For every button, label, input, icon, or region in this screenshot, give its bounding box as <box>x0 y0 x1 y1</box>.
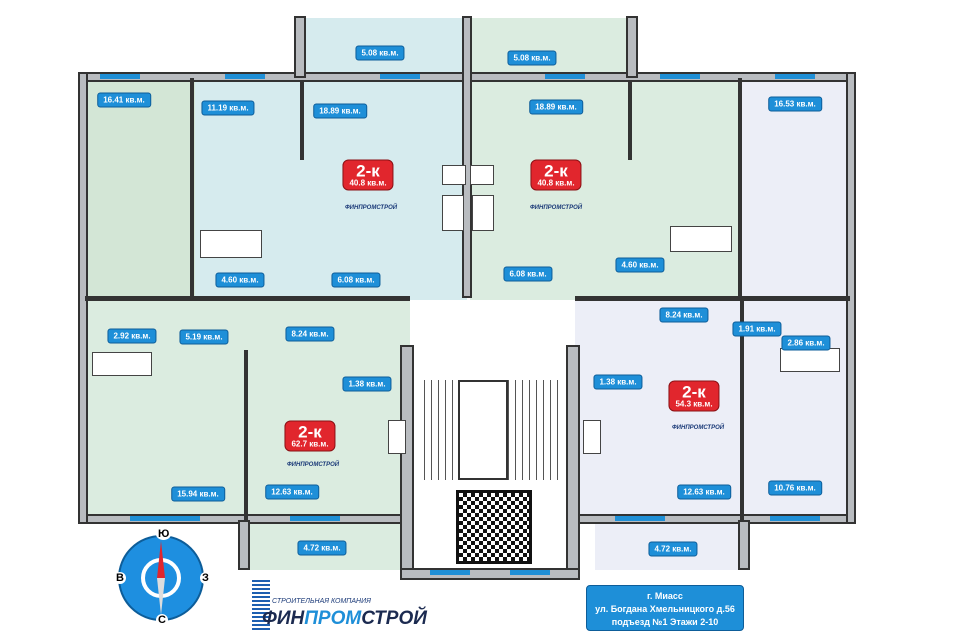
wall-mid-top <box>462 16 472 298</box>
address-box: г. Миасс ул. Богдана Хмельницкого д.56 п… <box>586 585 744 631</box>
qr-code <box>456 490 532 564</box>
sink <box>388 420 406 454</box>
area-label: 12.63 кв.м. <box>677 484 731 500</box>
window <box>100 74 140 79</box>
logo-building-icon <box>252 580 270 630</box>
stair-landing <box>458 380 508 480</box>
window <box>660 74 700 79</box>
bathtub <box>200 230 262 258</box>
partition <box>575 296 850 301</box>
partition <box>300 80 304 160</box>
wall-bal-bl <box>238 520 250 570</box>
watermark-logo: ФИНПРОМСТРОЙ <box>345 205 398 211</box>
partition <box>244 350 248 520</box>
window <box>545 74 585 79</box>
bathtub <box>92 352 152 376</box>
compass <box>118 535 204 621</box>
window <box>380 74 420 79</box>
area-label: 5.08 кв.м. <box>507 50 557 66</box>
window <box>430 570 470 575</box>
sink <box>442 195 464 231</box>
bathtub <box>670 226 732 252</box>
area-label: 2.92 кв.м. <box>107 328 157 344</box>
area-label: 5.08 кв.м. <box>355 45 405 61</box>
wall-balcony-r <box>626 16 638 78</box>
area-label: 8.24 кв.м. <box>659 307 709 323</box>
apartment-area: 54.3 кв.м. <box>675 399 713 409</box>
partition <box>190 78 194 300</box>
partition <box>628 80 632 160</box>
window <box>775 74 815 79</box>
sink <box>472 195 494 231</box>
wall-stair-l <box>400 345 414 575</box>
partition <box>740 300 744 520</box>
area-label: 10.76 кв.м. <box>768 480 822 496</box>
wall-bal-br <box>738 520 750 570</box>
compass-west-right: З <box>200 572 211 584</box>
area-label: 2.86 кв.м. <box>781 335 831 351</box>
area-label: 4.60 кв.м. <box>215 272 265 288</box>
apartment-2 <box>470 78 740 300</box>
area-label: 6.08 кв.м. <box>503 266 553 282</box>
area-label: 4.60 кв.м. <box>615 257 665 273</box>
area-label: 1.91 кв.м. <box>732 321 782 337</box>
wall-balcony-l <box>294 16 306 78</box>
area-label: 4.72 кв.м. <box>297 540 347 556</box>
address-city: г. Миасс <box>647 591 683 601</box>
window <box>290 516 340 521</box>
compass-south-top: Ю <box>156 528 172 540</box>
balcony-top-right <box>470 18 630 78</box>
watermark-logo: ФИНПРОМСТРОЙ <box>672 425 725 431</box>
logo-subtitle: СТРОИТЕЛЬНАЯ КОМПАНИЯ <box>272 598 371 605</box>
partition <box>85 296 410 301</box>
stove <box>442 165 466 185</box>
area-label: 5.19 кв.м. <box>179 329 229 345</box>
window <box>615 516 665 521</box>
compass-needle-icon <box>141 541 181 615</box>
apartment-area: 62.7 кв.м. <box>291 439 329 449</box>
apartment-type: 2-к <box>298 422 322 442</box>
partition <box>738 78 742 300</box>
apartment-area: 40.8 кв.м. <box>349 178 387 188</box>
area-label: 18.89 кв.м. <box>529 99 583 115</box>
window <box>770 516 820 521</box>
apartment-type: 2-к <box>356 161 380 181</box>
area-label: 4.72 кв.м. <box>648 541 698 557</box>
bathtub <box>780 348 840 372</box>
window <box>225 74 265 79</box>
window <box>130 516 200 521</box>
area-label: 1.38 кв.м. <box>593 374 643 390</box>
area-label: 15.94 кв.м. <box>171 486 225 502</box>
watermark-logo: ФИНПРОМСТРОЙ <box>287 462 340 468</box>
address-street: ул. Богдана Хмельницкого д.56 <box>595 604 735 614</box>
apartment-area: 40.8 кв.м. <box>537 178 575 188</box>
area-label: 1.38 кв.м. <box>342 376 392 392</box>
area-label: 16.53 кв.м. <box>768 96 822 112</box>
apartment-left-top <box>85 78 195 300</box>
address-entrance: подъезд №1 Этажи 2-10 <box>611 617 719 627</box>
window <box>510 570 550 575</box>
wall-stair-bottom <box>400 568 580 580</box>
area-label: 18.89 кв.м. <box>313 103 367 119</box>
compass-east-left: В <box>114 572 126 584</box>
area-label: 16.41 кв.м. <box>97 92 151 108</box>
apartment-right-top <box>740 78 850 300</box>
area-label: 6.08 кв.м. <box>331 272 381 288</box>
area-label: 8.24 кв.м. <box>285 326 335 342</box>
watermark-logo: ФИНПРОМСТРОЙ <box>530 205 583 211</box>
stove <box>470 165 494 185</box>
compass-north-bottom: С <box>156 614 168 626</box>
area-label: 11.19 кв.м. <box>201 100 255 116</box>
logo-name: ФИНПРОМСТРОЙ <box>262 608 427 629</box>
apartment-type: 2-к <box>544 161 568 181</box>
apartment-type: 2-к <box>682 382 706 402</box>
wall-stair-r <box>566 345 580 575</box>
area-label: 12.63 кв.м. <box>265 484 319 500</box>
sink <box>583 420 601 454</box>
